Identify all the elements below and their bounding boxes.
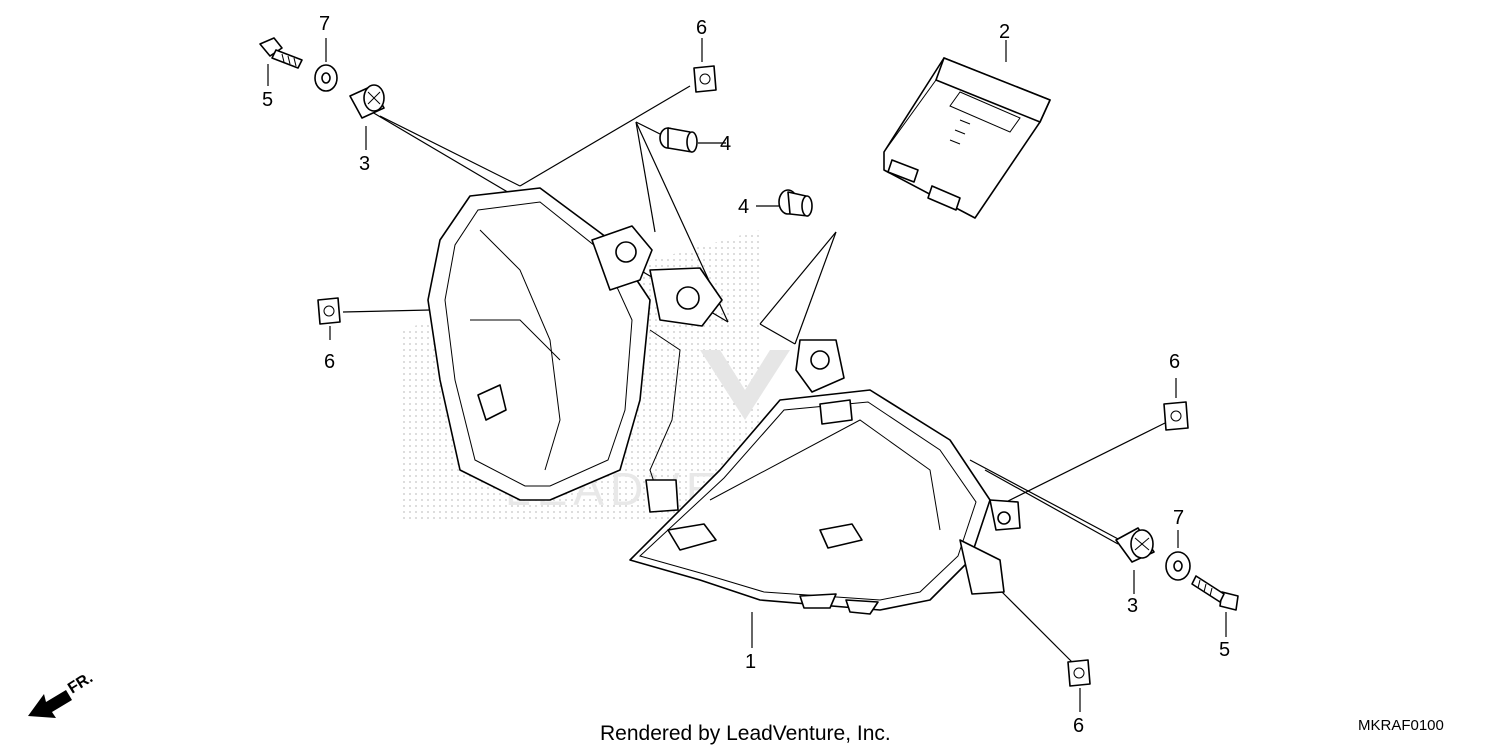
leader-lines — [267, 38, 1227, 712]
callout-6-top: 6 — [696, 17, 707, 39]
callout-4-upper: 4 — [720, 133, 731, 155]
bolt-icon-right — [1191, 575, 1239, 611]
clip-nut-icon-top — [693, 65, 717, 93]
front-arrow-icon — [28, 690, 72, 718]
callout-3-left: 3 — [359, 153, 370, 175]
callout-6-right: 6 — [1169, 351, 1180, 373]
callouts: 1 2 3 3 4 4 5 5 6 6 6 6 7 7 — [262, 13, 1230, 737]
bolt-icon-left — [259, 37, 303, 69]
callout-2: 2 — [999, 21, 1010, 43]
control-unit — [883, 57, 1051, 219]
callout-5-left: 5 — [262, 89, 273, 111]
callout-7-left: 7 — [319, 13, 330, 35]
headlight-unit — [629, 339, 1021, 615]
callout-1: 1 — [745, 651, 756, 673]
collar-icon-upper — [659, 127, 698, 153]
clip-nut-icon-left — [317, 297, 341, 325]
clip-nut-icon-bottom — [1067, 659, 1091, 687]
front-direction-indicator: FR. — [28, 669, 96, 718]
callout-3-right: 3 — [1127, 595, 1138, 617]
collar-icon-lower — [778, 189, 813, 217]
footer-credit: Rendered by LeadVenture, Inc. — [600, 722, 891, 745]
front-label: FR. — [65, 669, 96, 697]
callout-5-right: 5 — [1219, 639, 1230, 661]
diagram-code: MKRAF0100 — [1358, 717, 1444, 734]
callout-6-bottom: 6 — [1073, 715, 1084, 737]
callout-4-lower: 4 — [738, 196, 749, 218]
callout-6-left: 6 — [324, 351, 335, 373]
washer-icon-left — [314, 64, 338, 92]
grommet-icon-right — [1115, 527, 1155, 563]
clip-nut-icon-right — [1163, 401, 1189, 431]
grommet-icon-left — [349, 84, 385, 119]
left-headlight-housing — [427, 187, 723, 513]
callout-7-right: 7 — [1173, 507, 1184, 529]
washer-icon-right — [1165, 551, 1191, 581]
